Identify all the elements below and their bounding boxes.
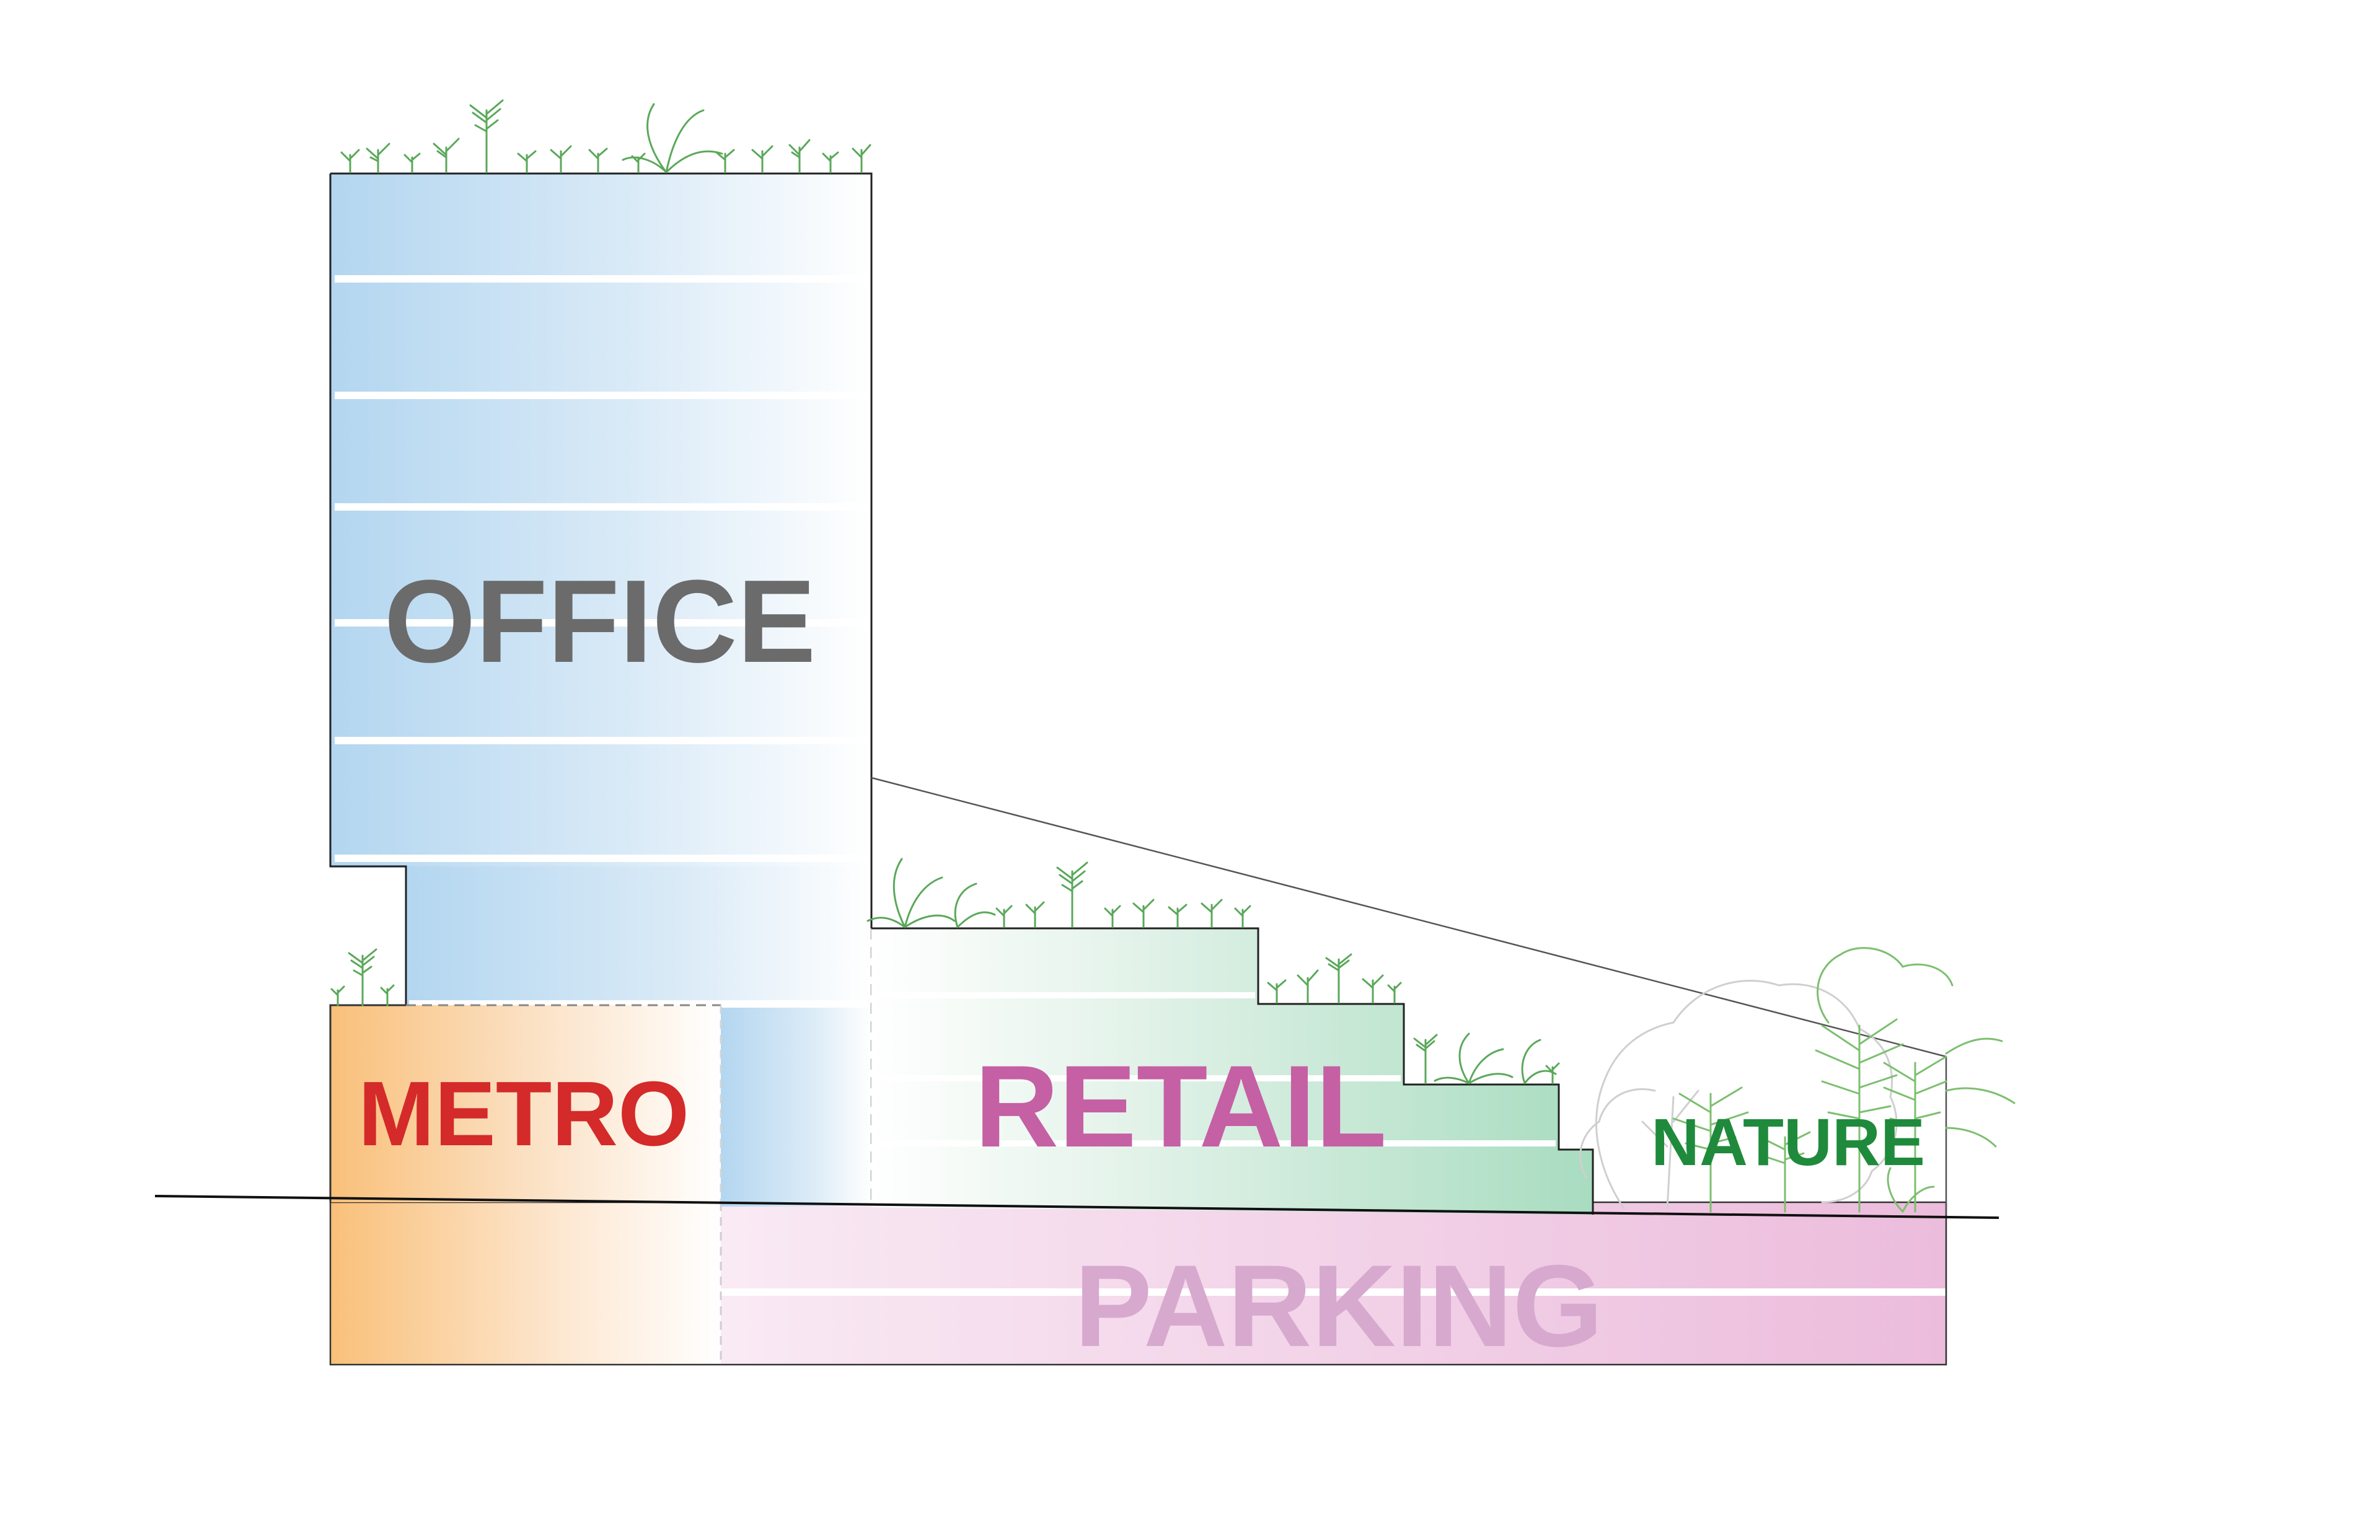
nature-label: NATURE <box>1651 1104 1925 1179</box>
parking-label: PARKING <box>1075 1241 1603 1371</box>
office-floor-lines <box>335 275 868 1008</box>
parking-zone <box>329 1201 1947 1366</box>
terrace-plants-icon <box>866 858 1560 1085</box>
office-tower <box>329 172 873 1207</box>
retail-label: RETAIL <box>975 1041 1387 1171</box>
retail-terraces <box>871 927 1594 1215</box>
rooftop-plants-icon <box>340 99 871 174</box>
metro-label: METRO <box>358 1063 689 1165</box>
office-label: OFFICE <box>384 556 816 687</box>
ground-line <box>154 1195 1999 1219</box>
ledge-plants-icon <box>330 948 395 1006</box>
metro-zone <box>329 1004 722 1202</box>
nature-trees-icon <box>1579 947 2016 1213</box>
